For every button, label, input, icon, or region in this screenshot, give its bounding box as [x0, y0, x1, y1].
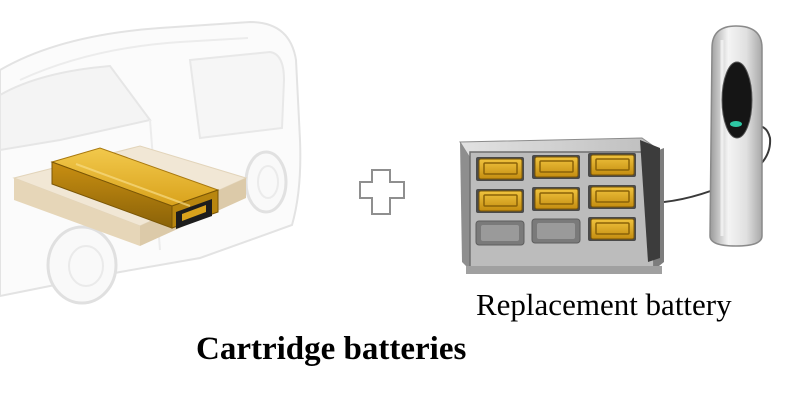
cabinet-base [466, 266, 662, 274]
vehicle-rear-hub [257, 165, 279, 199]
cabinet-slot [588, 185, 636, 209]
cabinet-slot-empty [475, 220, 525, 246]
replacement-battery-caption: Replacement battery [476, 287, 732, 322]
cabinet-slot [532, 155, 580, 179]
charging-station [709, 25, 763, 247]
cabinet-slot [588, 153, 636, 177]
cabinet-slot [476, 157, 524, 181]
battery-cabinet [459, 137, 664, 274]
cabinet-slot [476, 189, 524, 213]
cabinet-slot [532, 187, 580, 211]
vehicle-front-wheel [46, 225, 118, 305]
cabinet-front [460, 142, 470, 270]
vehicle-rear-wheel [244, 150, 288, 214]
cabinet-slot [588, 217, 636, 241]
cabinet-side-panel [640, 140, 660, 262]
station-screen [721, 61, 753, 139]
cabinet-slot-empty [531, 218, 581, 244]
station-indicator-light [730, 121, 742, 127]
vehicle-cartridge-battery [50, 147, 220, 229]
plus-icon [359, 169, 405, 215]
vehicle-side-window [188, 50, 286, 140]
vehicle-front-hub [68, 245, 104, 287]
vehicle-windshield [0, 64, 152, 152]
cartridge-batteries-caption: Cartridge batteries [196, 331, 467, 367]
vehicle-roof-line [19, 37, 249, 81]
